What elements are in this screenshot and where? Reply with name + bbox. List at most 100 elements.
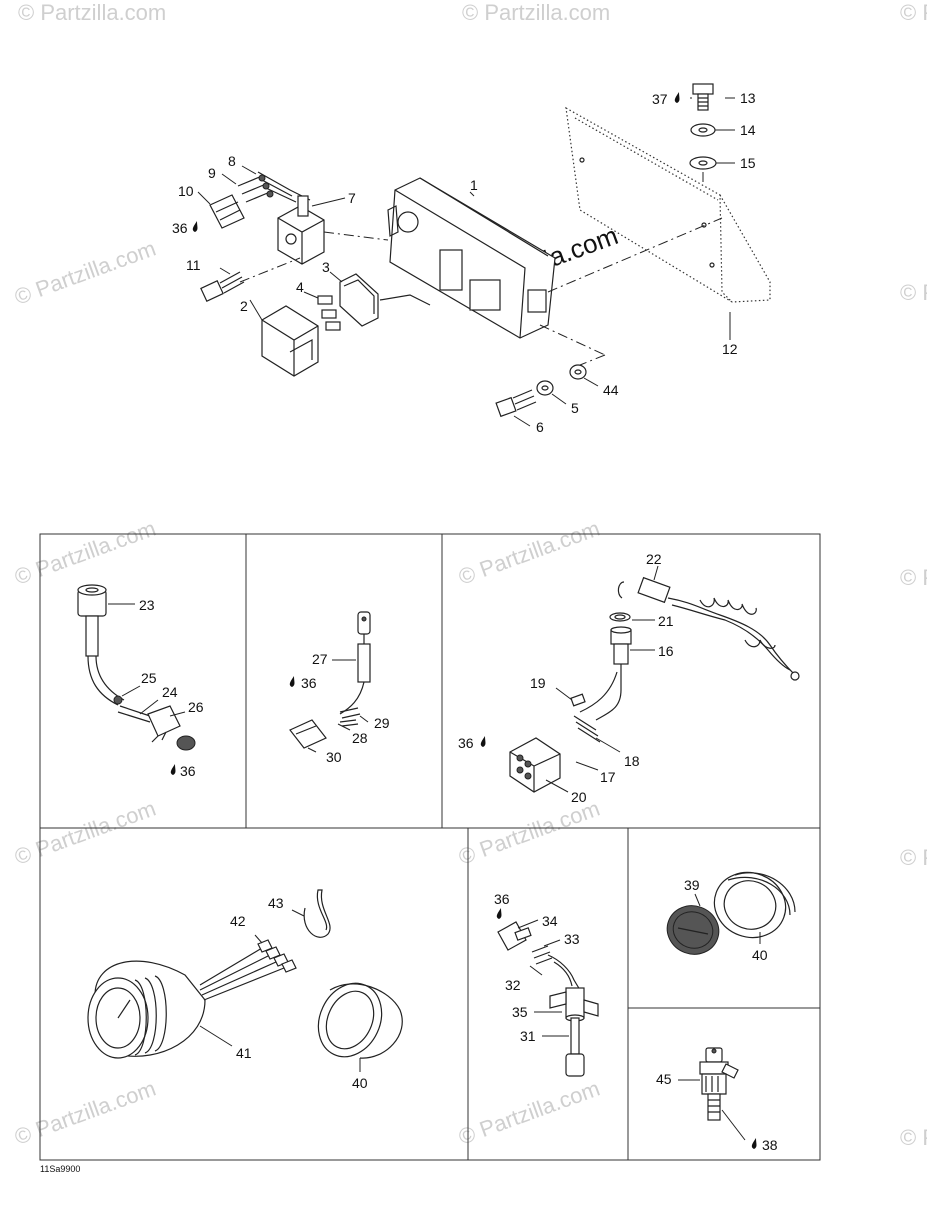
callout-19: 19: [530, 675, 546, 691]
callout-36: 36: [458, 735, 474, 751]
fuses-4: [317, 295, 341, 331]
callout-31: 31: [520, 1028, 536, 1044]
callout-7: 7: [348, 190, 356, 206]
callout-2: 2: [240, 298, 248, 314]
callout-17: 17: [600, 769, 616, 785]
panel-cap-39: [666, 871, 796, 955]
bolt-6: [495, 389, 537, 418]
coil-7: [277, 195, 325, 265]
callout-43: 43: [268, 895, 284, 911]
drawing-code: 11Sa9900: [40, 1164, 80, 1174]
callout-23: 23: [139, 597, 155, 613]
watermark: © Partzilla.com: [455, 1076, 603, 1150]
callout-25: 25: [141, 670, 157, 686]
callout-6: 6: [536, 419, 544, 435]
callout-44: 44: [603, 382, 619, 398]
callout-1: 1: [470, 177, 478, 193]
callout-15: 15: [740, 155, 756, 171]
callout-5: 5: [571, 400, 579, 416]
callout-14: 14: [740, 122, 756, 138]
callout-36: 36: [301, 675, 317, 691]
watermark: © Partzilla.com: [900, 565, 927, 590]
watermark: © Partzilla.com: [900, 845, 927, 870]
callout-36: 36: [180, 763, 196, 779]
callout-41: 41: [236, 1045, 252, 1061]
panel-temp-sensor: [497, 919, 599, 1077]
watermark: © Partzilla.com: [11, 796, 159, 870]
watermark: © Partzilla.com: [462, 0, 610, 25]
oil-drop-icons: [170, 92, 757, 1149]
callout-27: 27: [312, 651, 328, 667]
callout-40: 40: [752, 947, 768, 963]
watermark: © Partzilla.com: [900, 280, 927, 305]
panel-sensor-45: [678, 1047, 746, 1141]
callout-38: 38: [762, 1137, 778, 1153]
callout-4: 4: [296, 279, 304, 295]
callout-42: 42: [230, 913, 246, 929]
mounting-plate: [565, 106, 771, 303]
washer-14: [690, 123, 716, 137]
washer-5: [536, 380, 554, 396]
watermark: © Partzilla.com: [18, 0, 166, 25]
regulator-2: [261, 305, 319, 377]
callout-28: 28: [352, 730, 368, 746]
panel-sensor-23: [77, 584, 196, 751]
oil-drop-icon: [674, 92, 680, 103]
callout-10: 10: [178, 183, 194, 199]
callout-40: 40: [352, 1075, 368, 1091]
oil-drop-icon: [289, 676, 295, 687]
callout-39: 39: [684, 877, 700, 893]
bolt-13: [692, 83, 714, 111]
callout-20: 20: [571, 789, 587, 805]
callout-18: 18: [624, 753, 640, 769]
callout-3: 3: [322, 259, 330, 275]
panel-connector-27: [289, 611, 371, 753]
callout-21: 21: [658, 613, 674, 629]
panel-gauge-41: [87, 889, 403, 1072]
washer-44: [569, 364, 587, 380]
top-assembly: [197, 83, 771, 427]
panel-tether-switch: [509, 565, 800, 793]
callout-9: 9: [208, 165, 216, 181]
oil-drop-icon: [751, 1138, 757, 1149]
callout-26: 26: [188, 699, 204, 715]
watermark: © Partzilla.com: [900, 1125, 927, 1150]
callout-13: 13: [740, 90, 756, 106]
callout-16: 16: [658, 643, 674, 659]
panel-grid: [39, 533, 821, 1161]
watermark: © Partzilla.com: [900, 0, 927, 25]
terminals-9: [237, 175, 271, 203]
callout-34: 34: [542, 913, 558, 929]
callout-24: 24: [162, 684, 178, 700]
oil-drop-icon: [480, 736, 486, 747]
bolt-11: [200, 271, 245, 302]
callout-30: 30: [326, 749, 342, 765]
callout-33: 33: [564, 931, 580, 947]
callout-36: 36: [172, 220, 188, 236]
watermark: © Partzilla.com: [455, 516, 603, 590]
callout-37: 37: [652, 91, 668, 107]
watermark: © Partzilla.com: [11, 236, 159, 310]
callout-8: 8: [228, 153, 236, 169]
oil-drop-icon: [192, 221, 198, 232]
watermark: © Partzilla.com: [11, 1076, 159, 1150]
callout-36: 36: [494, 891, 510, 907]
callout-11: 11: [186, 257, 201, 273]
ecu-module: [387, 177, 556, 339]
callout-12: 12: [722, 341, 738, 357]
callout-29: 29: [374, 715, 390, 731]
callout-32: 32: [505, 977, 521, 993]
callout-22: 22: [646, 551, 662, 567]
watermark: © Partzilla.com: [455, 796, 603, 870]
fuse-holder-3: [339, 273, 379, 327]
callout-35: 35: [512, 1004, 528, 1020]
callout-labels: 1 2 3 4 5 6 7 8 9 10 11 12 13 14 15 36 3…: [40, 90, 778, 1174]
callout-45: 45: [656, 1071, 672, 1087]
connector-10: [209, 194, 245, 229]
oil-drop-icon: [170, 764, 176, 775]
watermark: © Partzilla.com: [11, 516, 159, 590]
washer-15: [689, 156, 717, 170]
oil-drop-icon: [496, 908, 502, 919]
